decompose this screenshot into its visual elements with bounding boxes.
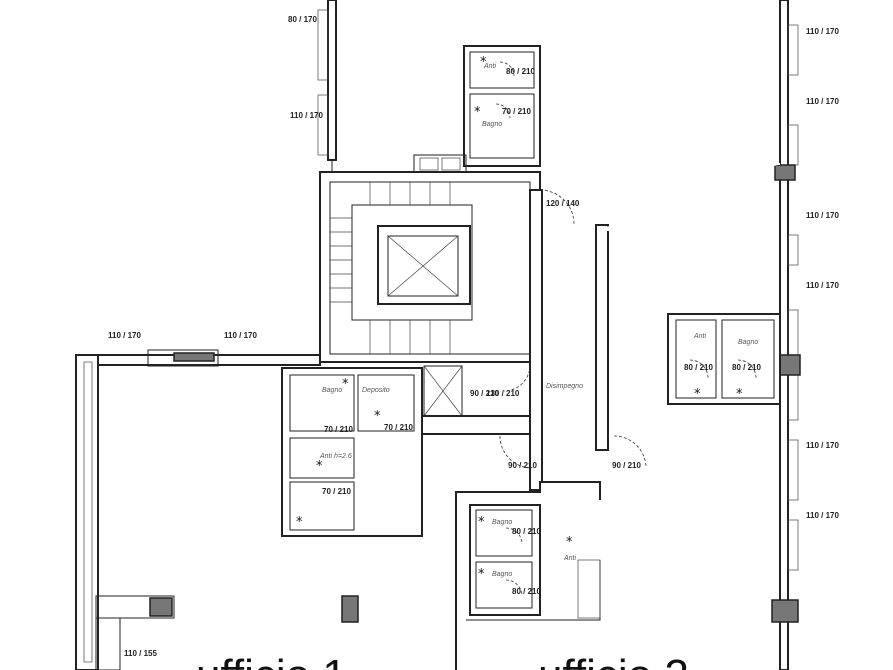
room-label-bagno: Bagno (492, 571, 512, 578)
dim-label: 110 / 170 (806, 281, 839, 290)
star-icon: * (474, 105, 481, 120)
services-left (281, 367, 535, 537)
room-label-bagno: Bagno (322, 387, 342, 394)
wc-block-right (667, 313, 781, 405)
dim-label: 90 / 210 (470, 389, 499, 398)
dim-label: 120 / 140 (546, 199, 580, 208)
dim-label: 70 / 210 (384, 423, 413, 432)
dim-label: 70 / 210 (322, 487, 351, 496)
room-label-bagno: Bagno (482, 121, 502, 128)
stair-core (319, 171, 541, 417)
dimension-labels: 80 / 170 110 / 170 110 / 170 110 / 170 1… (108, 15, 839, 658)
room-label-deposito: Deposito (362, 387, 390, 394)
star-icon: * (694, 387, 701, 402)
wc-block-top (413, 45, 541, 174)
star-icon: * (316, 459, 323, 474)
dim-label: 70 / 210 (502, 107, 531, 116)
dim-label: 80 / 210 (732, 363, 761, 372)
dim-label: 70 / 210 (324, 425, 353, 434)
room-label-anti: Anti (483, 63, 497, 70)
sanitary-markers: * * * * * * * * * * * (296, 55, 743, 582)
room-labels: Anti Bagno Bagno Deposito Anti h=2.6 Dis… (319, 63, 758, 578)
dim-label: 110 / 170 (806, 511, 839, 520)
star-icon: * (296, 515, 303, 530)
left-office-wall (75, 349, 359, 670)
star-icon: * (342, 377, 349, 392)
dim-label: 130 / 210 (486, 389, 520, 398)
office-1-label: ufficio 1 (196, 651, 347, 670)
dim-label: 80 / 210 (506, 67, 535, 76)
room-label-anti: Anti (693, 333, 707, 340)
right-exterior-wall (771, 0, 801, 670)
dim-label: 110 / 170 (290, 111, 323, 120)
dim-label: 80 / 210 (684, 363, 713, 372)
room-label-bagno: Bagno (492, 519, 512, 526)
dim-label: 80 / 210 (512, 527, 541, 536)
dim-label: 110 / 170 (806, 97, 839, 106)
dim-label: 110 / 170 (806, 441, 839, 450)
room-label-disimpegno: Disimpegno (546, 383, 583, 390)
star-icon: * (374, 409, 381, 424)
star-icon: * (566, 535, 573, 550)
dim-label: 110 / 155 (124, 649, 157, 658)
dim-label: 80 / 170 (288, 15, 317, 24)
star-icon: * (480, 55, 487, 70)
dim-label: 80 / 210 (512, 587, 541, 596)
corridor (499, 163, 780, 491)
left-upper-wall (317, 0, 337, 175)
room-label-bagno: Bagno (738, 339, 758, 346)
star-icon: * (478, 567, 485, 582)
dim-label: 90 / 210 (508, 461, 537, 470)
room-label-anti: Anti h=2.6 (319, 453, 352, 460)
dim-label: 110 / 170 (108, 331, 141, 340)
dim-label: 110 / 170 (224, 331, 257, 340)
room-label-anti: Anti (563, 555, 577, 562)
dim-label: 110 / 170 (806, 211, 839, 220)
dim-label: 110 / 170 (806, 27, 839, 36)
wc-block-bottom (455, 481, 601, 670)
office-2-label: ufficio 2 (538, 651, 689, 670)
star-icon: * (736, 387, 743, 402)
dim-label: 90 / 210 (612, 461, 641, 470)
star-icon: * (478, 515, 485, 530)
